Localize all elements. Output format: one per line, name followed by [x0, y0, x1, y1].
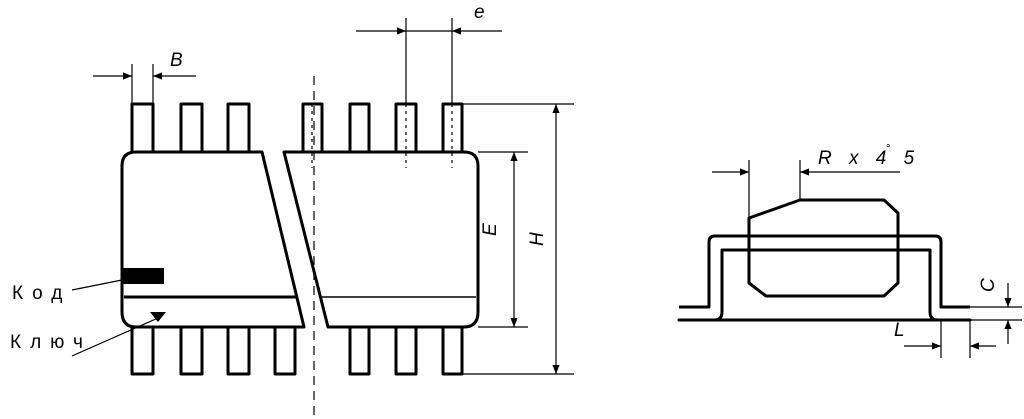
body-left-half: [120, 150, 306, 329]
lead: [179, 327, 204, 376]
lead-width-label: B: [170, 50, 183, 71]
key-mark-triangle: [150, 312, 166, 322]
dimension-foot-length: L: [894, 320, 996, 358]
gull-wing-lead: [677, 234, 972, 322]
dimension-body-width: E: [478, 151, 528, 328]
marking-code-label: Код: [12, 283, 71, 304]
lead: [348, 327, 371, 376]
lead: [394, 327, 418, 376]
key-mark-label: Ключ: [10, 332, 92, 353]
lead: [130, 327, 155, 376]
dimension-overall-width: H: [462, 103, 574, 375]
top-leads-right: [301, 102, 464, 152]
foot-length-label: L: [894, 320, 905, 341]
dimension-lead-width: B: [93, 50, 196, 104]
degree-label: °: [886, 143, 890, 155]
body-width-label: E: [480, 223, 501, 236]
lead-thickness-label: C: [978, 278, 999, 292]
lead: [179, 102, 204, 152]
lead: [441, 327, 464, 376]
dimension-lead-thickness: C: [970, 278, 1022, 344]
side-view: R x 4 5 ° C L: [677, 143, 1022, 358]
pitch-label: e: [474, 2, 485, 23]
top-view: e B E H Код Ключ: [10, 2, 574, 415]
dimension-pitch: e: [356, 2, 502, 104]
marking-code-leader: [71, 279, 123, 291]
lead: [130, 102, 155, 152]
bottom-leads-left: [130, 327, 297, 376]
body-right-half: [282, 150, 480, 329]
lead: [273, 327, 297, 376]
lead: [226, 102, 251, 152]
marking-code-block: [122, 268, 164, 284]
lead: [348, 102, 371, 152]
key-mark-leader: [71, 317, 159, 357]
top-leads-left: [130, 102, 251, 152]
dimension-chamfer: R x 4 5 °: [712, 143, 920, 218]
overall-width-label: H: [527, 232, 548, 246]
package-body: [747, 198, 900, 298]
chamfer-label: R x 4 5: [818, 148, 920, 169]
lead: [226, 327, 251, 376]
bottom-leads-right: [348, 327, 464, 376]
